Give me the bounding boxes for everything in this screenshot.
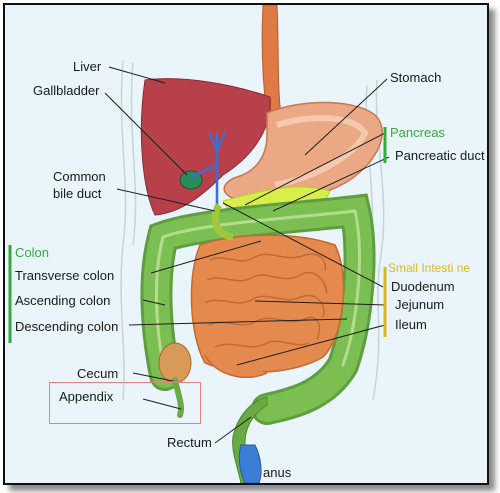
pancreas-leader	[244, 132, 386, 206]
stomach-leader	[304, 78, 388, 156]
label-jejunum: Jejunum	[395, 297, 445, 312]
anus	[238, 444, 262, 483]
jejunum-leader	[254, 300, 386, 306]
colon	[140, 193, 376, 425]
liver	[140, 78, 271, 216]
liver-leader	[108, 66, 166, 84]
label-descending-colon: Descending colon	[15, 319, 119, 334]
leader-lines	[104, 66, 390, 444]
label-duodenum: Duodenum	[391, 279, 455, 294]
common-bile-duct-leader	[116, 188, 216, 212]
ascending-colon-leader	[142, 299, 166, 306]
small-intestine	[190, 234, 345, 378]
pancreatic-duct-leader	[272, 156, 390, 212]
cecum	[158, 342, 192, 384]
cecum-leader	[132, 372, 174, 382]
label-pancreas-group: Pancreas	[390, 125, 445, 140]
label-common-bile-duct-line1: Common	[53, 169, 106, 184]
label-gallbladder: Gallbladder	[33, 83, 100, 98]
label-transverse-colon: Transverse colon	[15, 268, 115, 283]
digestive-system-illustration	[8, 5, 390, 483]
transverse-colon-leader	[150, 240, 262, 274]
label-stomach: Stomach	[390, 70, 442, 85]
label-anus: anus	[263, 465, 292, 480]
label-small-intestine-group: Small Intesti ne	[388, 261, 471, 275]
label-appendix: Appendix	[59, 389, 114, 404]
label-common-bile-duct-line2: bile duct	[53, 186, 102, 201]
duodenum-leader	[222, 202, 384, 288]
diagram-frame: Liver Gallbladder Common bile duct Colon…	[3, 3, 489, 485]
label-ileum: Ileum	[395, 317, 427, 332]
duodenum	[211, 203, 234, 241]
ileum-leader	[236, 324, 386, 366]
appendix	[172, 377, 185, 418]
label-cecum: Cecum	[77, 366, 119, 381]
descending-colon-leader	[128, 318, 348, 326]
label-pancreatic-duct: Pancreatic duct	[395, 148, 485, 163]
label-liver: Liver	[73, 59, 102, 74]
gallbladder-leader	[104, 92, 188, 176]
appendix-highlight-box	[49, 382, 201, 424]
bile-duct	[190, 132, 227, 215]
appendix-leader	[142, 398, 182, 410]
label-rectum: Rectum	[167, 435, 212, 450]
rectum-leader	[214, 416, 252, 444]
label-ascending-colon: Ascending colon	[15, 293, 111, 308]
label-colon-group: Colon	[15, 245, 49, 260]
